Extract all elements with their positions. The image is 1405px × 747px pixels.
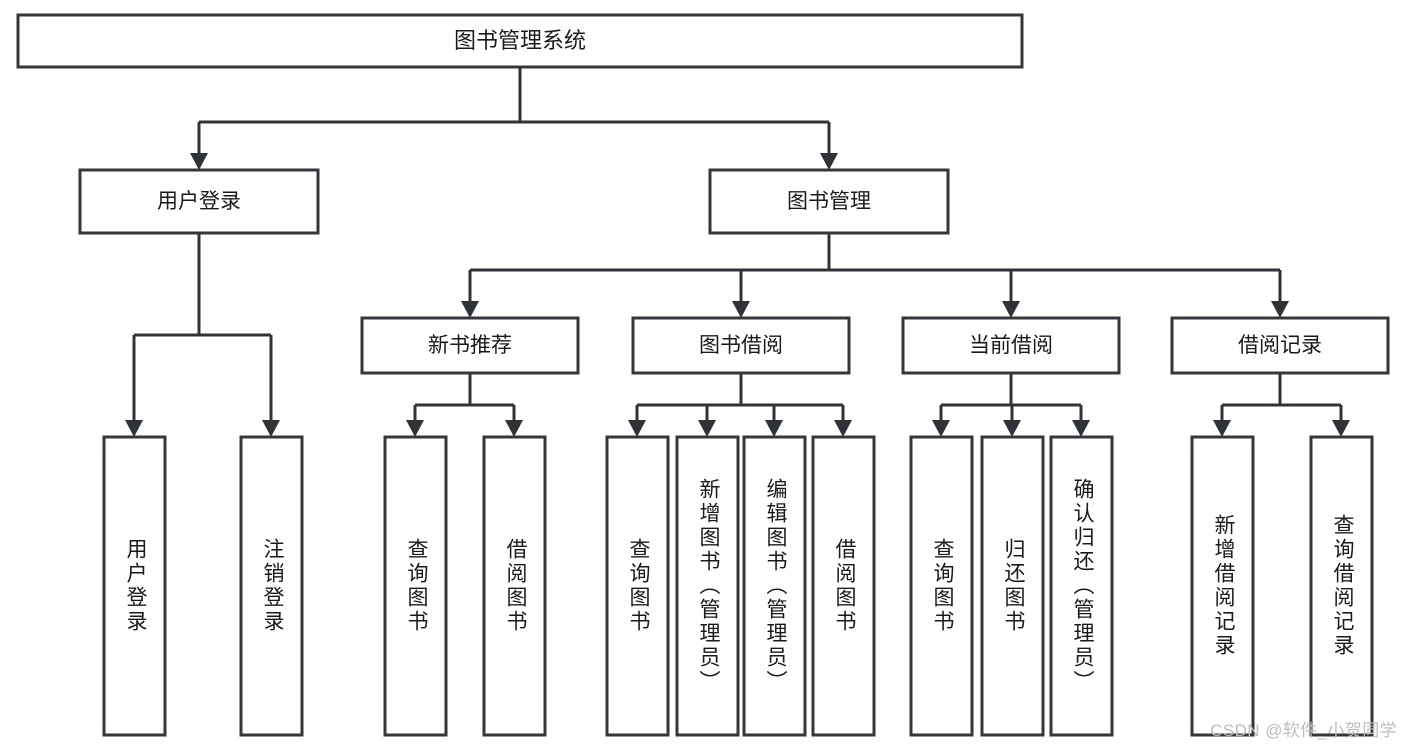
arrow-leaf-query-book-recommend-icon: [406, 420, 424, 437]
arrow-heads-layer: [125, 153, 1350, 437]
arrow-book-borrow-icon: [732, 301, 750, 318]
watermark-text: CSDN @软件_小贺同学: [1210, 721, 1397, 740]
node-label-current-borrow: 当前借阅: [969, 334, 1053, 357]
arrow-leaf-return-book-icon: [1003, 420, 1021, 437]
arrow-leaf-borrow-book-icon: [834, 420, 852, 437]
node-box-user-login: [78, 168, 320, 235]
node-label-user-login: 用户登录: [157, 190, 241, 213]
arrow-leaf-query-book-current-icon: [932, 420, 950, 437]
arrow-leaf-query-book-borrow-icon: [628, 420, 646, 437]
arrow-borrow-record-icon: [1271, 301, 1289, 318]
node-box-borrow-record: [1170, 316, 1390, 375]
node-box-leaf-borrow-book: [811, 435, 876, 737]
arrow-book-management-icon: [820, 153, 838, 170]
node-label-borrow-record: 借阅记录: [1238, 334, 1322, 357]
node-box-leaf-borrow-book-recommend: [482, 435, 547, 737]
node-box-leaf-add-book-admin: [675, 435, 740, 737]
node-box-leaf-query-book-current: [909, 435, 974, 737]
arrow-new-book-recommend-icon: [461, 301, 479, 318]
arrow-leaf-user-login-icon: [125, 420, 143, 437]
arrow-leaf-add-book-admin-icon: [698, 420, 716, 437]
node-box-leaf-query-book-borrow: [605, 435, 670, 737]
node-box-book-borrow: [631, 316, 851, 375]
arrow-current-borrow-icon: [1002, 301, 1020, 318]
arrow-leaf-borrow-book-recommend-icon: [505, 420, 523, 437]
node-label-book-borrow: 图书借阅: [699, 334, 783, 357]
connectors-layer: [132, 67, 1343, 420]
arrow-leaf-logout-icon: [262, 420, 280, 437]
node-box-current-borrow: [901, 316, 1121, 375]
arrow-leaf-confirm-return-admin-icon: [1072, 420, 1090, 437]
node-box-leaf-logout: [239, 435, 304, 737]
node-label-book-management: 图书管理: [787, 190, 871, 213]
arrow-leaf-edit-book-admin-icon: [765, 420, 783, 437]
node-box-leaf-query-book-recommend: [383, 435, 448, 737]
node-label-new-book-recommend: 新书推荐: [428, 334, 512, 357]
node-box-leaf-add-borrow-record: [1190, 435, 1255, 737]
node-label-root: 图书管理系统: [454, 28, 586, 53]
node-box-root: [16, 13, 1024, 69]
node-boxes-layer: [16, 13, 1390, 737]
node-box-book-management: [708, 168, 950, 235]
arrow-user-login-icon: [190, 153, 208, 170]
node-box-leaf-return-book: [980, 435, 1045, 737]
node-box-leaf-edit-book-admin: [742, 435, 807, 737]
arrow-leaf-add-borrow-record-icon: [1213, 420, 1231, 437]
arrow-leaf-query-borrow-record-icon: [1332, 420, 1350, 437]
node-box-leaf-confirm-return-admin: [1049, 435, 1114, 737]
node-box-new-book-recommend: [360, 316, 580, 375]
node-box-leaf-user-login: [102, 435, 167, 737]
node-box-leaf-query-borrow-record: [1309, 435, 1374, 737]
